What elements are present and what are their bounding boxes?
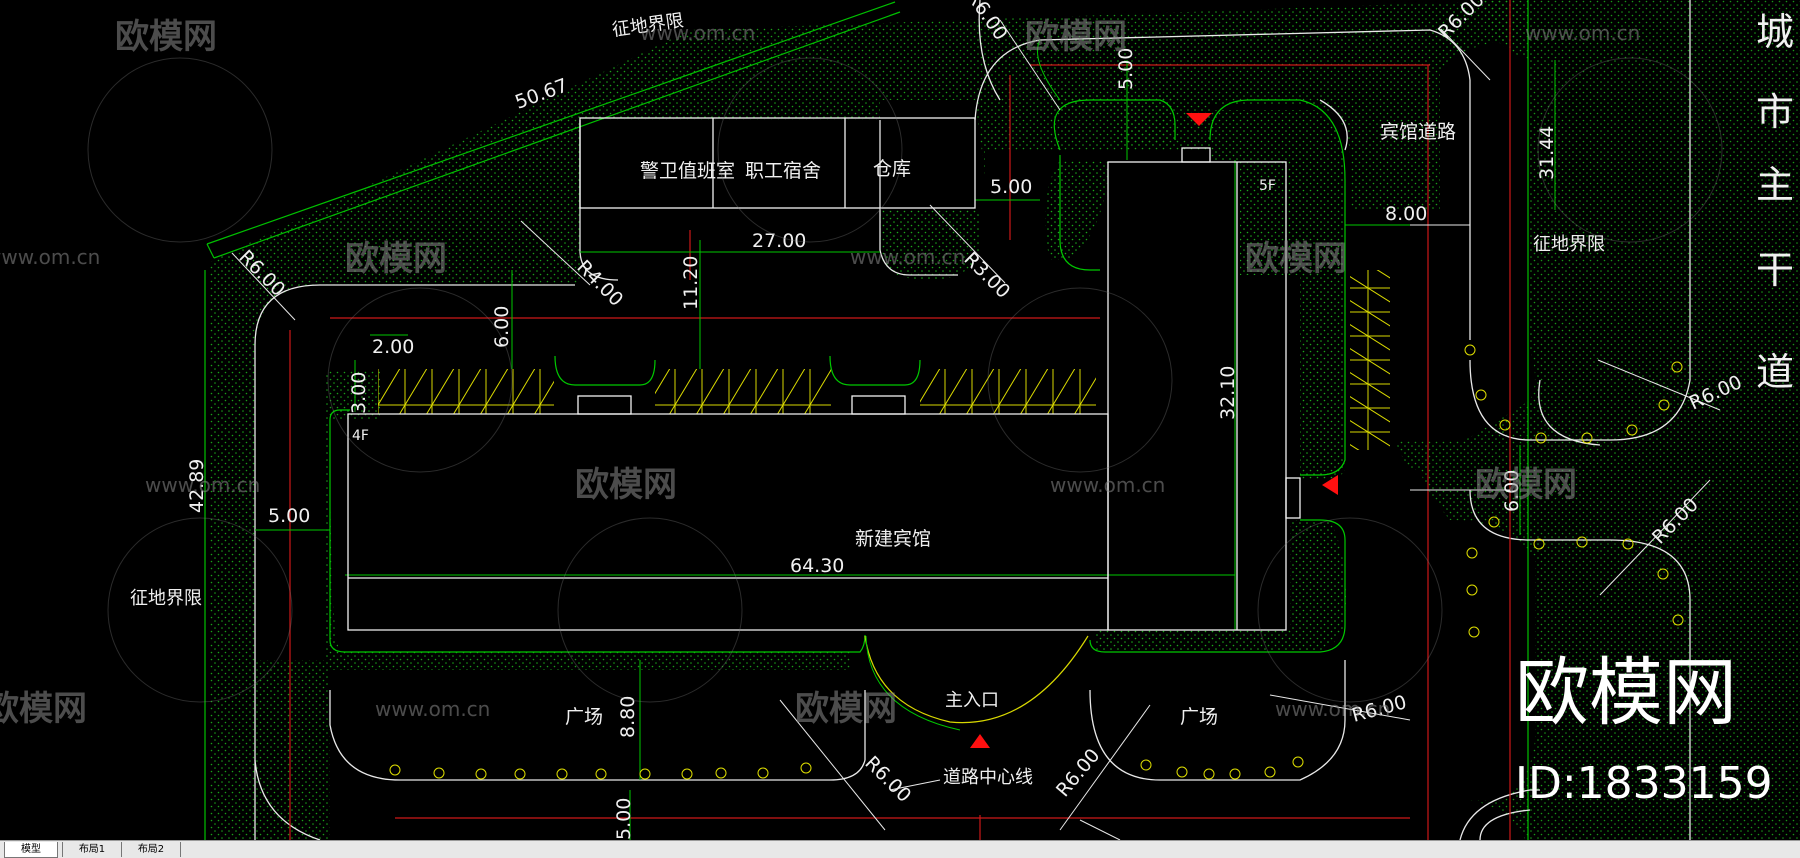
label-main-entrance: 主入口	[945, 690, 999, 711]
watermark-id: ID:1833159	[1515, 758, 1773, 809]
tab-layout1[interactable]: 布局1	[62, 842, 122, 857]
tree-symbols	[389, 344, 1684, 780]
dim-5-00-top: 5.00	[1115, 48, 1137, 90]
green-bed-outlines	[329, 99, 1346, 653]
watermark-url: www.om.cn	[640, 21, 755, 45]
tab-model[interactable]: 模型	[4, 842, 58, 858]
label-boundary-left: 征地界限	[130, 588, 202, 609]
svg-text:www.om.cn: www.om.cn	[375, 697, 490, 721]
label-guard-room: 警卫值班室	[640, 160, 735, 182]
svg-text:www.om.cn: www.om.cn	[145, 473, 260, 497]
svg-text:欧模网: 欧模网	[1245, 239, 1347, 279]
label-5f: 5F	[1259, 178, 1276, 194]
cad-drawing-canvas[interactable]: 警卫值班室 职工宿舍 仓库 新建宾馆 4F 5F 主入口 征地界限 征地界限 征…	[0, 0, 1800, 840]
setback-lines	[289, 0, 1511, 840]
main-entrance-arc	[864, 635, 1089, 731]
svg-text:市: 市	[1756, 90, 1794, 134]
dim-11-20: 11.20	[680, 256, 702, 310]
svg-text:干: 干	[1756, 248, 1794, 292]
dim-8-00: 8.00	[1385, 203, 1427, 225]
dimension-lines	[255, 39, 1556, 840]
svg-text:欧模网: 欧模网	[1475, 465, 1577, 505]
land-boundary	[204, 0, 1529, 840]
svg-text:欧模网: 欧模网	[0, 689, 87, 729]
label-plaza-left: 广场	[565, 706, 603, 728]
radius-leaders	[231, 19, 1721, 840]
svg-text:www.om.cn: www.om.cn	[0, 245, 100, 269]
label-road-centerline: 道路中心线	[943, 767, 1033, 788]
watermark-big: 欧模网 ID:1833159	[1515, 650, 1773, 809]
dim-42-89: 42.89	[186, 459, 208, 513]
label-hotel-road: 宾馆道路	[1380, 121, 1456, 143]
dim-32-10: 32.10	[1217, 366, 1239, 420]
buildings	[347, 117, 1301, 631]
dim-5-00-mid: 5.00	[990, 176, 1032, 198]
dim-27-00: 27.00	[752, 230, 806, 252]
road-edges	[254, 0, 1691, 840]
dim-6-00-left: 6.00	[491, 306, 513, 348]
svg-text:道: 道	[1756, 350, 1794, 394]
label-new-hotel: 新建宾馆	[855, 528, 931, 550]
label-city-road: 城 市 主 干 道	[1756, 10, 1794, 394]
svg-text:www.om.cn: www.om.cn	[850, 245, 965, 269]
svg-text:www.om.cn: www.om.cn	[1275, 697, 1390, 721]
label-boundary-right: 征地界限	[1533, 234, 1605, 255]
landscape-fill	[210, 0, 1800, 840]
svg-text:欧模网: 欧模网	[345, 239, 447, 279]
layout-tab-bar: 模型 布局1 布局2	[0, 840, 1800, 858]
parking-stalls	[378, 270, 1390, 450]
entry-markers	[970, 113, 1338, 748]
entry-marker-top	[1186, 113, 1212, 126]
svg-text:欧模网: 欧模网	[1025, 17, 1127, 57]
svg-text:欧模网: 欧模网	[795, 689, 897, 729]
label-dormitory: 职工宿舍	[745, 160, 821, 182]
svg-text:欧模网: 欧模网	[575, 465, 677, 505]
label-4f: 4F	[352, 428, 369, 444]
svg-text:www.om.cn: www.om.cn	[1050, 473, 1165, 497]
watermark-layer: 欧模网 欧模网 欧模网 欧模网 欧模网 欧模网 欧模网 欧模网 www.om.c…	[0, 17, 1723, 729]
tab-layout2[interactable]: 布局2	[122, 842, 181, 857]
watermark-brand: 欧模网	[115, 17, 217, 57]
entry-marker-bottom	[970, 734, 990, 748]
label-plaza-right: 广场	[1180, 706, 1218, 728]
entry-marker-right	[1322, 475, 1338, 495]
dim-31-44: 31.44	[1536, 126, 1558, 180]
dim-3-00: 3.00	[348, 372, 370, 414]
dim-5-00-bottom: 5.00	[613, 798, 635, 840]
label-warehouse: 仓库	[873, 158, 911, 180]
dim-2-00: 2.00	[372, 336, 414, 358]
dim-64-30: 64.30	[790, 555, 844, 577]
svg-text:主: 主	[1756, 163, 1794, 207]
dim-5-00-left: 5.00	[268, 505, 310, 527]
svg-text:城: 城	[1756, 10, 1794, 54]
dim-6-00-right: 6.00	[1501, 470, 1523, 512]
svg-text:www.om.cn: www.om.cn	[1525, 21, 1640, 45]
dim-8-80: 8.80	[617, 696, 639, 738]
watermark-big-brand: 欧模网	[1515, 650, 1737, 736]
